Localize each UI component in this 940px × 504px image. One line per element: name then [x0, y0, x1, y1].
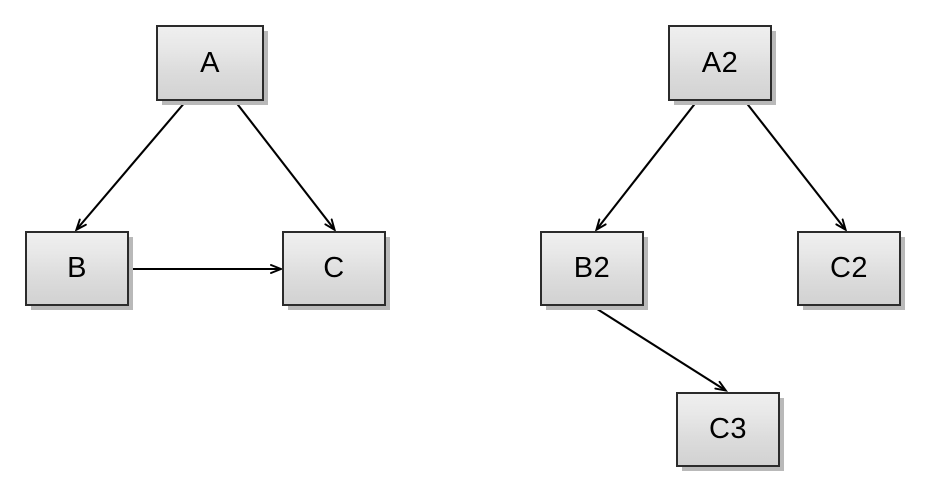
node-a2-label: A2 — [701, 46, 739, 79]
node-b[interactable]: B — [25, 231, 129, 306]
edge-a2-b2 — [594, 100, 698, 232]
node-a2[interactable]: A2 — [668, 25, 772, 101]
node-c2-label: C2 — [829, 252, 869, 284]
node-a-label: A — [200, 46, 220, 79]
edge-b2-c3 — [593, 306, 729, 392]
node-c[interactable]: C — [282, 231, 386, 306]
node-b2-label: B2 — [573, 252, 611, 284]
edge-a-c — [234, 100, 337, 232]
node-c-label: C — [323, 252, 345, 284]
node-b-label: B — [67, 252, 87, 284]
edge-a-b — [74, 100, 187, 232]
node-b2[interactable]: B2 — [540, 231, 644, 306]
edges-group — [74, 100, 848, 392]
node-c2[interactable]: C2 — [797, 231, 901, 306]
edge-a2-c2 — [744, 100, 848, 232]
node-c3[interactable]: C3 — [676, 392, 780, 467]
node-a[interactable]: A — [156, 25, 264, 101]
node-c3-label: C3 — [708, 413, 748, 445]
